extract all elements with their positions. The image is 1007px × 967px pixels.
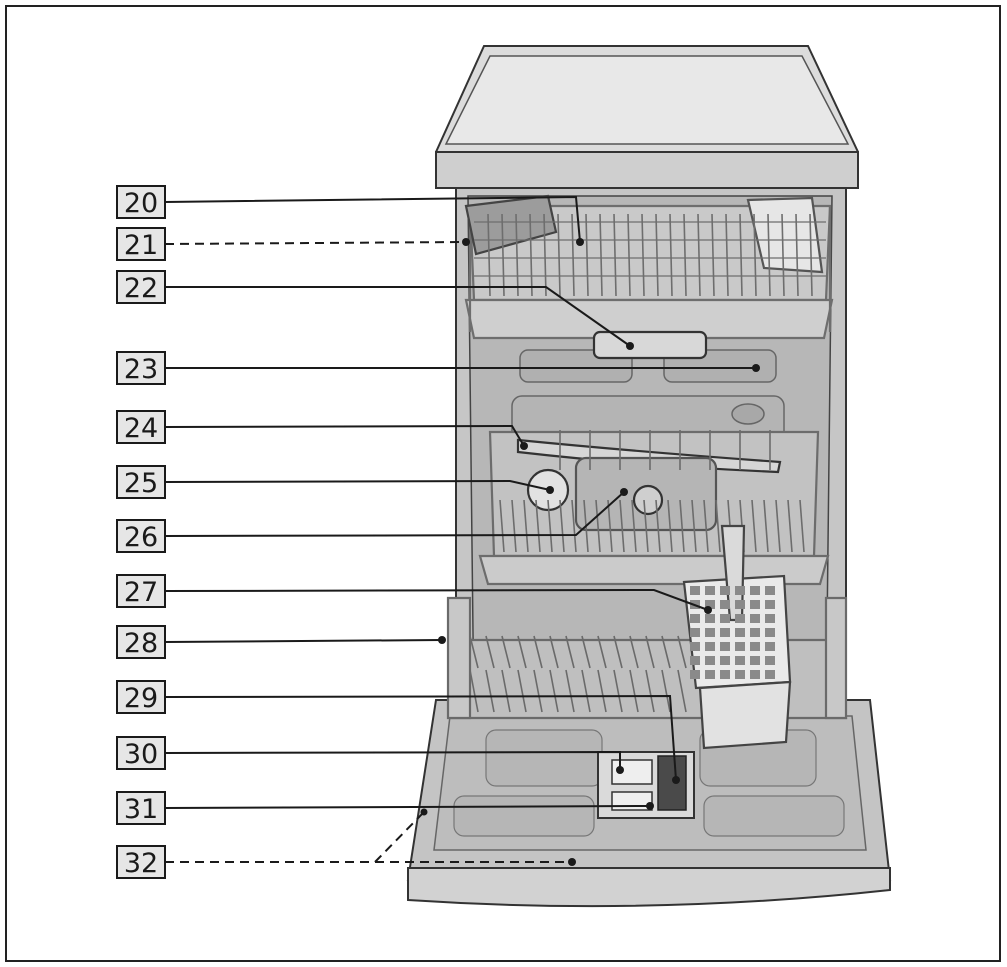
callout-number: 20 [124,188,158,219]
leader-line-29 [164,694,677,781]
leader-line-20 [164,195,581,243]
callout-32: 32 [116,808,576,879]
callout-number: 30 [124,739,158,770]
leader-point [672,776,680,784]
cutlery-drawer-rack [464,194,834,360]
leader-line-30 [164,750,621,770]
upper-basket [478,430,830,586]
callout-layer: 20 21 22 23 24 25 26 27 28 29 30 31 32 [116,185,760,879]
callout-box [116,519,166,553]
callout-20: 20 [116,185,584,246]
leader-point [568,858,576,866]
lower-basket [446,524,848,750]
callout-box [116,574,166,608]
callout-number: 22 [124,273,158,304]
leader-line-21 [164,241,467,245]
callout-28: 28 [116,625,446,659]
callout-number: 24 [124,413,158,444]
callout-box [116,185,166,219]
callout-number: 29 [124,683,158,714]
callout-number: 21 [124,230,158,261]
callout-27: 27 [116,574,712,614]
leader-point [616,766,624,774]
callout-box [116,791,166,825]
leader-line-25 [164,479,551,491]
callout-box [116,625,166,659]
callout-number: 26 [124,522,158,553]
leader-branch-32 [374,811,425,863]
leader-line-28 [164,639,443,643]
callout-24: 24 [116,410,528,450]
callout-box [116,680,166,714]
worktop [435,45,859,189]
callout-box [116,410,166,444]
callout-box [116,465,166,499]
callout-number: 28 [124,628,158,659]
callout-30: 30 [116,736,624,774]
callout-number: 25 [124,468,158,499]
callout-number: 27 [124,577,158,608]
leader-line-26 [164,491,625,537]
leader-line-27 [164,588,709,611]
leader-point [626,342,634,350]
callout-25: 25 [116,465,554,499]
leader-point [752,364,760,372]
door [406,699,892,908]
callout-number: 32 [124,848,158,879]
callout-box [116,845,166,879]
callout-31: 31 [116,791,654,825]
callout-box [116,351,166,385]
callout-21: 21 [116,227,470,261]
leader-point [520,442,528,450]
leader-line-22 [165,286,631,347]
callout-box [116,270,166,304]
callout-number: 31 [124,794,158,825]
leader-line-24 [164,424,525,447]
callout-box [116,736,166,770]
callout-22: 22 [116,270,634,350]
callout-box [116,227,166,261]
callout-26: 26 [116,488,628,553]
leader-point [620,488,628,496]
leader-point [704,606,712,614]
callout-number: 23 [124,354,158,385]
leader-point [576,238,584,246]
leader-line-31 [164,805,651,809]
leader-point [646,802,654,810]
callout-29: 29 [116,680,680,784]
leader-point [420,808,428,816]
leader-point [462,238,470,246]
callout-23: 23 [116,351,760,385]
leader-point [438,636,446,644]
leader-point [546,486,554,494]
